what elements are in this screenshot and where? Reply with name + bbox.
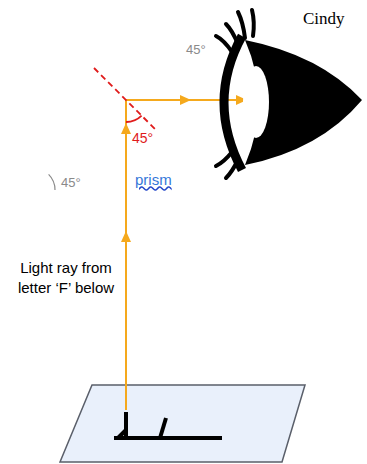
- angle-label: 45°: [186, 42, 206, 59]
- paper-sheet: [60, 385, 305, 462]
- angle-label: 45°: [61, 175, 81, 192]
- normal-line: [94, 68, 156, 130]
- ray-note: Light ray from letter ‘F’ below: [16, 258, 116, 297]
- angle-label: 45°: [132, 129, 153, 147]
- person-name: Cindy: [303, 8, 345, 30]
- angle-arc: [126, 116, 142, 122]
- prism-outline: [33, 10, 213, 190]
- letter-f-figure: [114, 412, 222, 438]
- eye-figure: [216, 10, 362, 178]
- prism-triangle: prism: [33, 10, 213, 190]
- angle-arc: [49, 174, 55, 190]
- prism-label: prism: [135, 172, 172, 189]
